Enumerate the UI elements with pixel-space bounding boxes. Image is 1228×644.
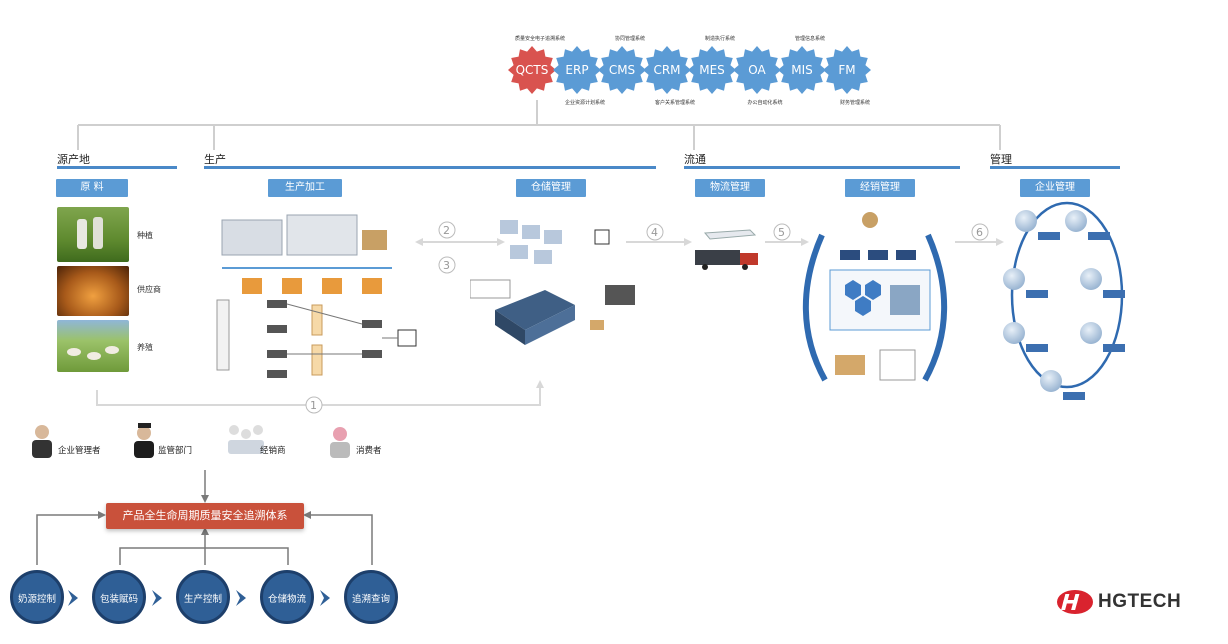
gear-cms [598, 46, 646, 94]
section-production: 生产 [204, 153, 226, 166]
gear-mes [688, 46, 736, 94]
processing-button[interactable]: 生产加工 [268, 179, 342, 197]
dealer-icon [228, 425, 264, 454]
role-regulator: 监管部门 [158, 446, 193, 456]
breeding-label: 养殖 [137, 343, 153, 352]
ring-tag [1063, 392, 1085, 400]
gear-qcts [508, 46, 556, 94]
gear-oa [733, 46, 781, 94]
raw-material-button[interactable]: 原 料 [56, 179, 128, 197]
gear-label-oa: OA [748, 63, 766, 77]
step-marker-6: 6 [971, 223, 989, 241]
gear-erp [553, 46, 601, 94]
distribution-button[interactable]: 经销管理 [845, 179, 915, 197]
svg-text:2: 2 [443, 224, 450, 237]
gear-label-mes: MES [699, 63, 725, 77]
gear-mis [778, 46, 826, 94]
svg-text:3: 3 [443, 259, 450, 272]
enterprise-manager-icon [32, 425, 52, 458]
step-packaging[interactable]: 包装赋码 [92, 570, 146, 624]
svg-text:5: 5 [778, 226, 785, 239]
section-management-line [990, 166, 1120, 169]
ring-tag [1038, 232, 1060, 240]
gear-note: 协同管理系统 [615, 35, 645, 42]
gear-label-erp: ERP [565, 63, 588, 77]
ring-tag [1103, 290, 1125, 298]
breeding-photo [57, 320, 129, 372]
gear-label-fm: FM [838, 63, 855, 77]
step-marker-2: 2 [438, 221, 456, 239]
warehouse-illustration [470, 220, 635, 345]
chain-arrows [68, 590, 330, 606]
distribution-illustration [802, 212, 948, 382]
step-marker-5: 5 [773, 223, 791, 241]
planting-photo [57, 207, 129, 262]
section-origin-line [57, 166, 177, 169]
section-circulation-line [684, 166, 960, 169]
supplier-label: 供应商 [137, 285, 161, 294]
ring-node [1003, 268, 1025, 290]
gear-label-crm: CRM [653, 63, 680, 77]
gear-note: 制造执行系统 [705, 35, 735, 42]
gear-note: 财务管理系统 [840, 99, 870, 106]
consumer-icon [330, 427, 350, 458]
ring-tag [1026, 290, 1048, 298]
ring-node [1040, 370, 1062, 392]
role-enterprise-manager: 企业管理者 [58, 446, 101, 456]
planting-label: 种植 [137, 231, 153, 240]
ring-node [1080, 322, 1102, 344]
hgtech-logo-text: HGTECH [1098, 591, 1182, 612]
step-trace-query[interactable]: 追溯查询 [344, 570, 398, 624]
gear-fm [823, 46, 871, 94]
ring-node [1003, 322, 1025, 344]
warehouse-button[interactable]: 仓储管理 [516, 179, 586, 197]
step-production-control[interactable]: 生产控制 [176, 570, 230, 624]
gear-label-cms: CMS [609, 63, 635, 77]
enterprise-button[interactable]: 企业管理 [1020, 179, 1090, 197]
hgtech-logo-icon [1057, 590, 1093, 614]
svg-text:1: 1 [310, 399, 317, 412]
regulator-icon [134, 423, 154, 458]
trace-system-box: 产品全生命周期质量安全追溯体系 [106, 503, 304, 529]
svg-text:4: 4 [651, 226, 658, 239]
gear-note: 管理信息系统 [795, 35, 825, 42]
gear-note: 客户关系管理系统 [655, 99, 695, 106]
production-line-illustration [216, 214, 417, 378]
ring-node [1015, 210, 1037, 232]
gear-label-qcts: QCTS [516, 63, 549, 77]
step-milk-source[interactable]: 奶源控制 [10, 570, 64, 624]
gear-note: 企业资源计划系统 [565, 99, 605, 106]
gear-note: 办公自动化系统 [747, 99, 782, 106]
system-gears: QCTS 质量安全电子追溯系统 ERP 企业资源计划系统 CMS 协同管理系统 CRM 客户关… [508, 35, 871, 106]
section-origin: 源产地 [57, 153, 90, 166]
gear-note: 质量安全电子追溯系统 [515, 35, 565, 42]
section-production-line [204, 166, 656, 169]
step-marker-3: 3 [438, 256, 456, 274]
gear-label-mis: MIS [791, 63, 813, 77]
step-marker-4: 4 [646, 223, 664, 241]
step-marker-1: 1 [305, 396, 323, 414]
ring-tag [1088, 232, 1110, 240]
logistics-button[interactable]: 物流管理 [695, 179, 765, 197]
svg-text:6: 6 [976, 226, 983, 239]
supplier-photo [57, 266, 129, 316]
section-management: 管理 [990, 153, 1012, 166]
ring-node [1080, 268, 1102, 290]
role-consumer: 消费者 [356, 446, 382, 456]
role-dealer: 经销商 [260, 446, 286, 456]
step-storage-logistics[interactable]: 仓储物流 [260, 570, 314, 624]
section-circulation: 流通 [684, 153, 706, 166]
ring-tag [1026, 344, 1048, 352]
gear-crm [643, 46, 691, 94]
logistics-illustration [695, 229, 758, 270]
ring-tag [1103, 344, 1125, 352]
role-icons [32, 423, 350, 458]
ring-node [1065, 210, 1087, 232]
